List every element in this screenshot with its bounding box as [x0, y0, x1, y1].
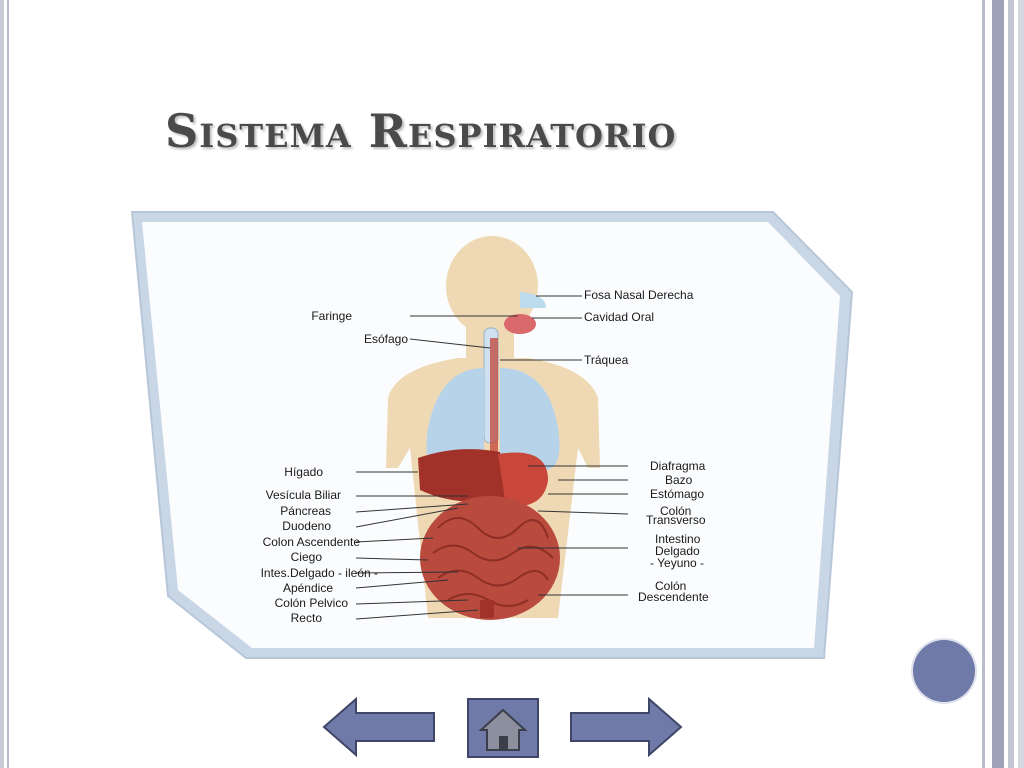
left-lung: [426, 368, 484, 470]
label-intestino-delgado-2: Delgado: [655, 544, 700, 558]
label-colon-transverso-2: Transverso: [646, 513, 706, 527]
label-bazo: Bazo: [665, 473, 693, 487]
label-apendice: Apéndice: [283, 581, 333, 595]
label-colon-pelvico: Colón Pelvico: [275, 596, 349, 610]
label-estomago: Estómago: [650, 487, 704, 501]
label-intestino-delgado-3: - Yeyuno -: [650, 556, 704, 570]
label-fosa-nasal-derecha: Fosa Nasal Derecha: [584, 288, 694, 302]
decorative-circle: [913, 640, 975, 702]
label-colon-transverso-1: Colón: [660, 504, 691, 518]
esophagus: [490, 338, 498, 458]
liver: [418, 449, 506, 502]
label-colon-descendente-1: Colón: [655, 579, 686, 593]
label-esofago: Esófago: [364, 332, 408, 346]
label-duodeno: Duodeno: [282, 519, 331, 533]
label-traquea: Tráquea: [584, 353, 629, 367]
diagram-labels: Faringe Esófago Hígado Vesícula Biliar P…: [261, 288, 709, 625]
label-intes-delgado-ileon: Intes.Delgado - ileón -: [261, 566, 378, 580]
label-pancreas: Páncreas: [280, 504, 331, 518]
label-colon-descendente-2: Descendente: [638, 590, 709, 604]
nasal-cavity: [520, 292, 546, 308]
rectum: [480, 600, 494, 618]
next-slide-button[interactable]: [569, 697, 683, 757]
prev-slide-button[interactable]: [322, 697, 436, 757]
intestines: [420, 496, 560, 620]
label-colon-ascendente: Colon Ascendente: [263, 535, 361, 549]
label-higado: Hígado: [284, 465, 323, 479]
label-vesicula-biliar: Vesícula Biliar: [266, 488, 341, 502]
label-intestino-delgado-1: Intestino: [655, 532, 701, 546]
oral-cavity: [504, 314, 536, 334]
slide-right-border: [978, 0, 1024, 768]
label-faringe: Faringe: [311, 309, 352, 323]
arrow-right-icon: [570, 697, 683, 757]
anatomy-figure: Faringe Esófago Hígado Vesícula Biliar P…: [130, 211, 854, 659]
label-ciego: Ciego: [291, 550, 323, 564]
slide-left-border: [0, 0, 12, 768]
home-button[interactable]: [467, 698, 539, 758]
label-cavidad-oral: Cavidad Oral: [584, 310, 654, 324]
home-icon: [478, 708, 528, 751]
slide-title: Sistema Respiratorio: [165, 104, 677, 158]
arrow-left-icon: [322, 697, 435, 757]
right-lung: [500, 368, 560, 470]
label-diafragma: Diafragma: [650, 459, 706, 473]
leader-lines: [355, 295, 629, 620]
label-recto: Recto: [291, 611, 323, 625]
